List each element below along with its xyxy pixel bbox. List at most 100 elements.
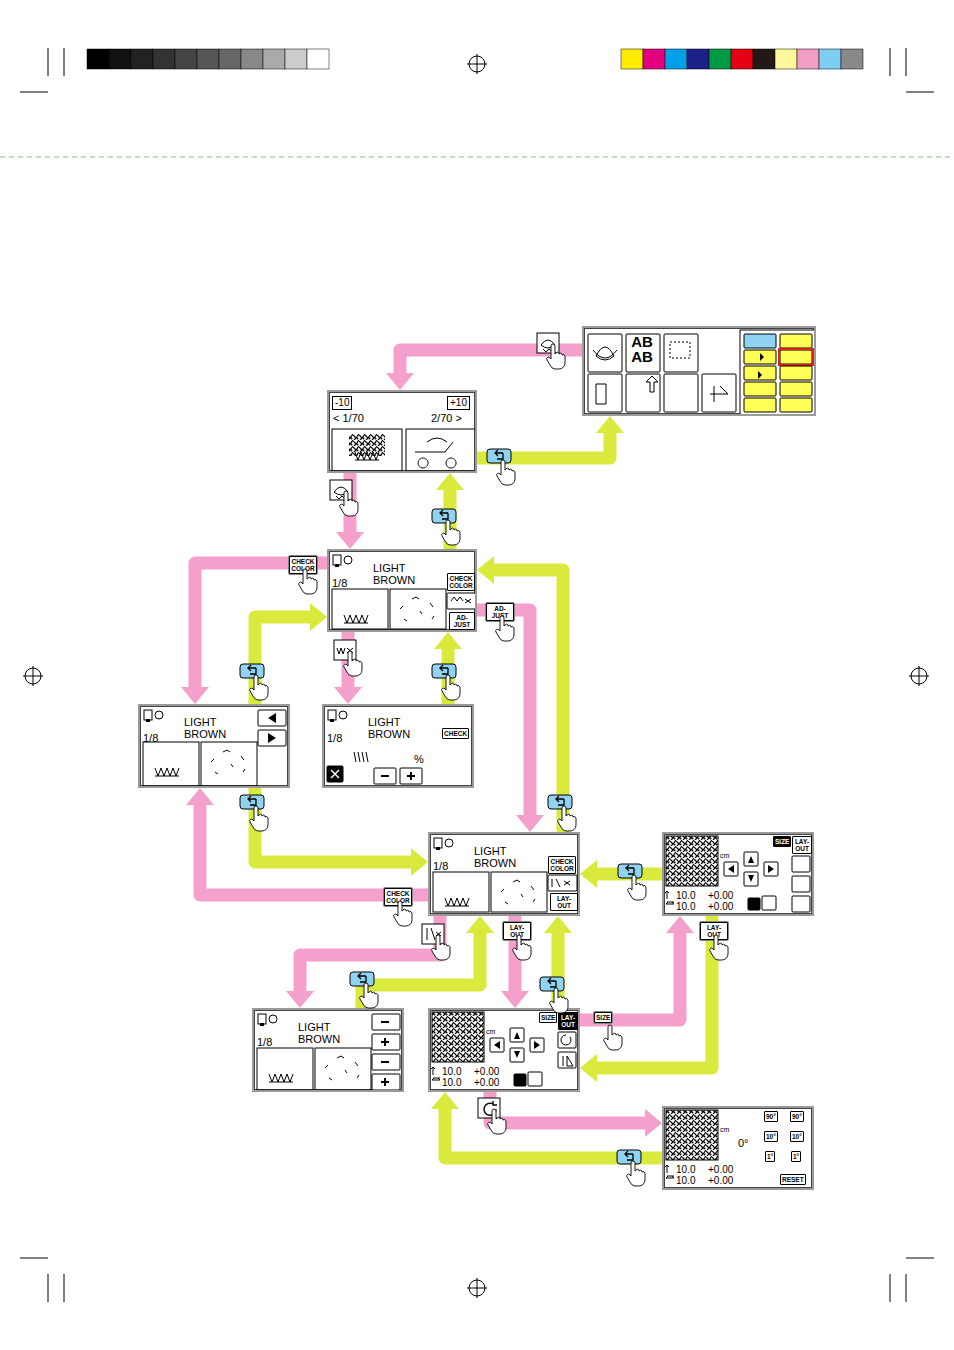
home-screen: AB AB — [582, 326, 816, 416]
drawn-shape — [666, 1110, 718, 1160]
flow-arrow — [477, 416, 624, 458]
drawn-shape — [445, 839, 453, 847]
button-label: LAY-OUT — [503, 922, 531, 940]
drawn-shape — [621, 49, 643, 69]
drawn-shape — [257, 1048, 313, 1090]
button-label: 10° — [764, 1131, 778, 1142]
drawn-shape — [487, 449, 511, 463]
drawn-shape — [381, 775, 389, 777]
button-label: 90° — [790, 1111, 804, 1122]
drawn-shape — [596, 376, 728, 404]
drawn-shape — [604, 1025, 622, 1050]
drawn-shape — [841, 49, 863, 69]
drawn-shape — [731, 49, 753, 69]
drawn-shape — [501, 880, 535, 904]
drawn-shape — [344, 651, 362, 676]
drawn-shape — [440, 665, 448, 674]
drawn-shape — [432, 1012, 484, 1062]
drawn-shape — [447, 593, 475, 609]
drawn-shape — [422, 924, 444, 944]
drawn-shape — [628, 875, 646, 900]
drawn-shape — [909, 666, 929, 686]
button-label: 90° — [764, 1111, 778, 1122]
screen-text: 1/8 — [143, 733, 158, 745]
arrow-band — [400, 350, 582, 375]
drawn-shape — [819, 49, 841, 69]
arrow-band — [255, 788, 413, 862]
drawn-shape — [337, 648, 353, 654]
drawn-shape — [541, 340, 555, 352]
drawn-shape — [340, 491, 358, 516]
drawn-shape — [780, 334, 812, 348]
drawn-shape — [333, 555, 341, 565]
screen-text: +0.00 — [474, 1067, 499, 1078]
flow-arrow — [334, 632, 362, 704]
drawn-shape — [335, 564, 339, 567]
drawn-shape — [584, 328, 814, 414]
arrow-band — [344, 473, 357, 534]
arrow-head — [434, 632, 462, 649]
flow-arrow — [580, 860, 662, 888]
flow-arrow — [580, 916, 712, 1082]
button-label: SIZE — [594, 1012, 612, 1023]
drawn-shape — [758, 353, 764, 379]
arrow-band — [444, 488, 457, 549]
drawn-shape — [626, 865, 634, 874]
drawn-shape — [626, 374, 660, 412]
drawn-shape — [330, 719, 334, 722]
drawn-shape — [528, 1072, 542, 1086]
drawn-shape — [146, 719, 150, 722]
screen-text: +0.00 — [708, 902, 733, 913]
arrow-band — [255, 617, 312, 704]
arrow-band — [580, 931, 680, 1020]
drawn-shape — [709, 49, 731, 69]
drawn-shape — [400, 597, 434, 621]
drawn-shape — [643, 49, 665, 69]
screen-text: LIGHT BROWN — [373, 563, 423, 586]
flow-arrow — [362, 916, 494, 1008]
drawn-shape — [665, 49, 687, 69]
drawn-shape — [442, 675, 460, 700]
drawn-shape — [344, 556, 352, 564]
drawn-shape — [792, 876, 810, 892]
screen-text: 10.0 — [442, 1078, 461, 1089]
drawn-shape — [687, 49, 709, 69]
button-label: LAY-OUT — [550, 893, 578, 911]
drawn-shape — [285, 49, 307, 69]
drawn-shape — [0, 156, 954, 157]
screen-text: +0.00 — [474, 1078, 499, 1089]
drawn-shape — [258, 1014, 266, 1024]
drawn-shape — [327, 766, 343, 782]
drawn-shape — [144, 710, 152, 720]
drawn-shape — [740, 330, 814, 414]
drawn-shape — [451, 597, 471, 603]
drawn-shape — [780, 382, 812, 396]
drawn-shape — [23, 666, 43, 686]
drawn-shape — [670, 342, 690, 358]
screen-text: LIGHT BROWN — [368, 717, 418, 740]
drawn-shape — [334, 487, 348, 499]
screen-text: cm — [486, 1028, 495, 1035]
drawn-shape — [268, 713, 276, 743]
lcd-screen: 1/8LIGHT BROWN — [252, 1008, 404, 1092]
drawn-shape — [20, 48, 934, 1302]
arrow-head — [477, 556, 494, 584]
arrow-head — [466, 916, 494, 933]
arrow-head — [310, 603, 327, 631]
arrow-band — [477, 610, 530, 817]
arrow-head — [411, 848, 428, 876]
arrow-head — [286, 991, 314, 1008]
drawn-shape — [372, 1014, 400, 1030]
screen-text: +0.00 — [708, 1176, 733, 1187]
drawn-shape — [744, 334, 776, 348]
drawn-shape — [334, 640, 356, 660]
drawn-shape — [372, 1034, 400, 1050]
arrow-head — [181, 687, 209, 704]
drawn-shape — [307, 49, 329, 69]
drawn-shape — [561, 1035, 573, 1066]
drawn-shape — [780, 398, 812, 412]
arrow-head — [645, 1109, 662, 1137]
drawn-shape — [540, 977, 564, 991]
drawn-shape — [432, 664, 456, 678]
